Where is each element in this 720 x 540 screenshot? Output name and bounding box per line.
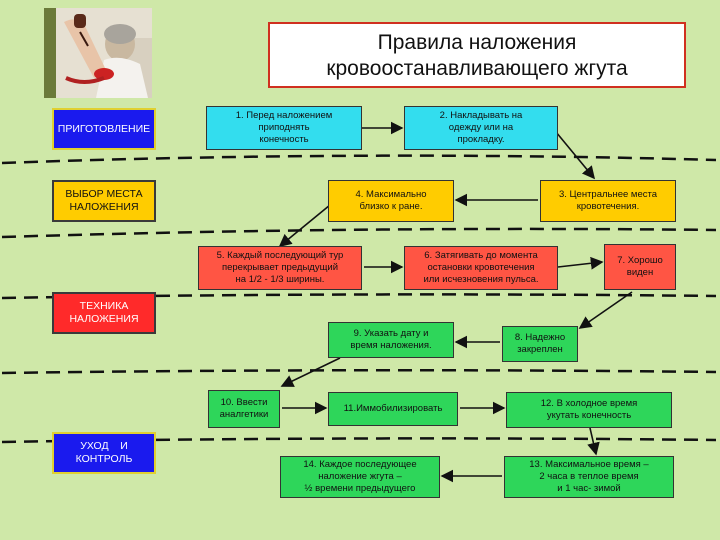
- step-5-line-3: на 1/2 - 1/3 ширины.: [235, 274, 325, 285]
- tourniquet-photo: [44, 8, 152, 98]
- stage-technique-line-2: НАЛОЖЕНИЯ: [69, 313, 139, 325]
- step-4: 4. Максимально близко к ране.: [328, 180, 454, 222]
- step-14-line-1: 14. Каждое последующее: [303, 459, 417, 470]
- step-3: 3. Центральнее места кровотечения.: [540, 180, 676, 222]
- step-13: 13. Максимальное время – 2 часа в теплое…: [504, 456, 674, 498]
- separator-2: [1, 227, 717, 239]
- stage-site-selection: ВЫБОР МЕСТА НАЛОЖЕНИЯ: [52, 180, 156, 222]
- step-8: 8. Надежно закреплен: [502, 326, 578, 362]
- step-8-line-2: закреплен: [517, 344, 563, 355]
- step-4-line-1: 4. Максимально: [355, 189, 427, 200]
- step-10: 10. Ввести аналгетики: [208, 390, 280, 428]
- step-12-line-1: 12. В холодное время: [540, 398, 638, 409]
- step-2-line-2: одежду или на: [448, 122, 514, 133]
- stage-care-line-1: УХОД И: [80, 440, 128, 452]
- step-7-line-2: виден: [626, 267, 654, 278]
- step-5-line-1: 5. Каждый последующий тур: [216, 250, 344, 261]
- stage-site-line-1: ВЫБОР МЕСТА: [65, 188, 143, 200]
- step-8-line-1: 8. Надежно: [514, 332, 566, 343]
- step-6-line-3: или исчезновения пульса.: [423, 274, 539, 285]
- step-6-line-1: 6. Затягивать до момента: [424, 250, 538, 261]
- stage-preparation: ПРИГОТОВЛЕНИЕ: [52, 108, 156, 150]
- step-3-line-1: 3. Центральнее места: [558, 189, 658, 200]
- step-9: 9. Указать дату и время наложения.: [328, 322, 454, 358]
- step-1-line-3: конечность: [259, 134, 309, 145]
- title-line-1: Правила наложения: [377, 31, 577, 54]
- arrow-6-7: [557, 256, 604, 270]
- step-7: 7. Хорошо виден: [604, 244, 676, 290]
- step-13-line-1: 13. Максимальное время –: [529, 459, 649, 470]
- title-line-2: кровоостанавливающего жгута: [326, 57, 628, 80]
- step-14-line-3: ½ времени предыдущего: [304, 483, 416, 494]
- step-6-line-2: остановки кровотечения: [427, 262, 535, 273]
- stage-care-line-2: КОНТРОЛЬ: [75, 453, 133, 465]
- diagram-title: Правила наложения кровоостанавливающего …: [268, 22, 686, 88]
- arrow-2-3: [555, 131, 596, 180]
- step-12: 12. В холодное время укутать конечность: [506, 392, 672, 428]
- step-1-line-2: приподнять: [258, 122, 310, 133]
- step-3-line-2: кровотечения.: [576, 201, 640, 212]
- step-14-line-2: наложение жгута –: [318, 471, 402, 482]
- step-1-line-1: 1. Перед наложением: [235, 110, 333, 121]
- step-9-line-2: время наложения.: [350, 340, 432, 351]
- step-14: 14. Каждое последующее наложение жгута –…: [280, 456, 440, 498]
- separator-1: [1, 154, 717, 165]
- step-13-line-2: 2 часа в теплое время: [539, 471, 639, 482]
- arrow-9-10: [280, 357, 341, 387]
- arrow-7-8: [578, 291, 633, 329]
- step-12-line-2: укутать конечность: [546, 410, 632, 421]
- stage-technique-line-1: ТЕХНИКА: [79, 300, 129, 312]
- step-7-line-1: 7. Хорошо: [617, 255, 663, 266]
- step-9-line-1: 9. Указать дату и: [353, 328, 429, 339]
- step-1: 1. Перед наложением приподнять конечност…: [206, 106, 362, 150]
- step-2-line-3: прокладку.: [457, 134, 505, 145]
- step-10-line-1: 10. Ввести: [220, 397, 268, 408]
- separator-4: [1, 368, 717, 375]
- step-4-line-2: близко к ране.: [359, 201, 423, 212]
- step-2-line-1: 2. Накладывать на: [439, 110, 523, 121]
- step-11: 11.Иммобилизировать: [328, 392, 458, 426]
- step-13-line-3: и 1 час- зимой: [557, 483, 621, 494]
- stage-preparation-label: ПРИГОТОВЛЕНИЕ: [57, 122, 151, 135]
- stage-technique: ТЕХНИКА НАЛОЖЕНИЯ: [52, 292, 156, 334]
- stage-care-control: УХОД И КОНТРОЛЬ: [52, 432, 156, 474]
- step-10-line-2: аналгетики: [219, 409, 269, 420]
- arrow-12-13: [587, 427, 600, 456]
- arrow-4-5: [278, 204, 331, 248]
- step-6: 6. Затягивать до момента остановки крово…: [404, 246, 558, 290]
- step-5-line-2: перекрывает предыдущий: [221, 262, 339, 273]
- tourniquet-photo-drawing: [44, 8, 152, 98]
- step-11-line-1: 11.Иммобилизировать: [343, 403, 443, 414]
- stage-site-line-2: НАЛОЖЕНИЯ: [69, 201, 139, 213]
- step-2: 2. Накладывать на одежду или на прокладк…: [404, 106, 558, 150]
- step-5: 5. Каждый последующий тур перекрывает пр…: [198, 246, 362, 290]
